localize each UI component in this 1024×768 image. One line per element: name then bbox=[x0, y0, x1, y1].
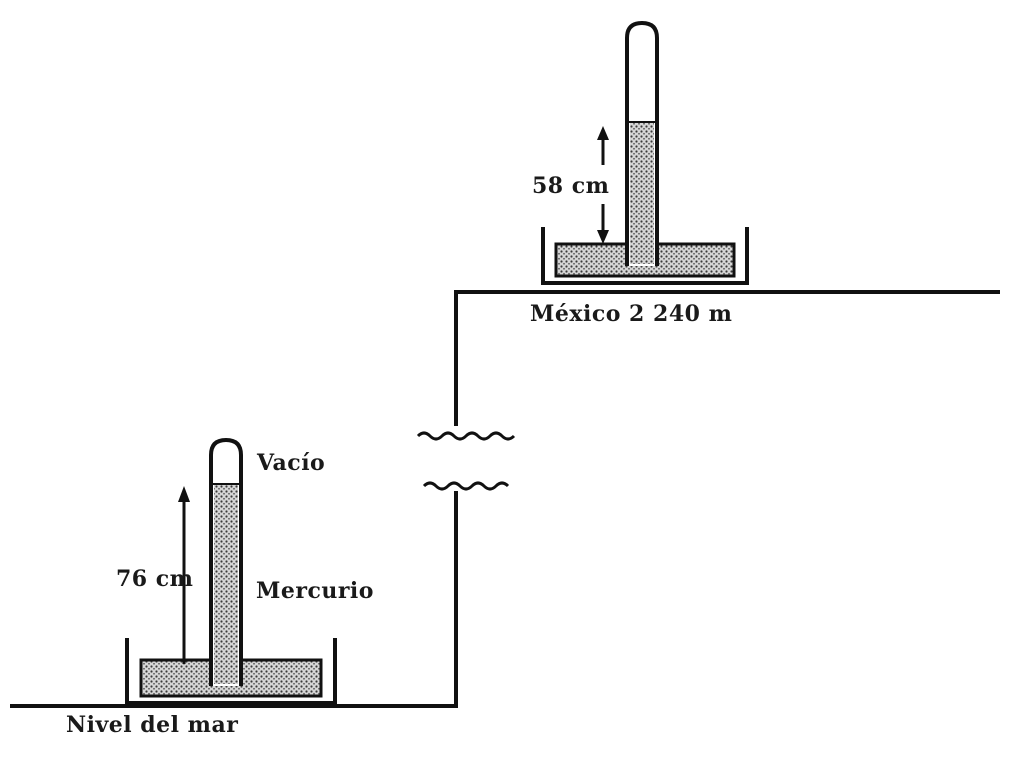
arrow-head-up bbox=[597, 126, 609, 140]
arrow-head-up bbox=[178, 486, 190, 502]
ground-line bbox=[10, 491, 458, 708]
height-label-sea: 76 cm bbox=[116, 566, 194, 592]
sea-level-barometer bbox=[125, 437, 337, 705]
break-mark-top bbox=[416, 431, 516, 441]
arrow-head-down bbox=[597, 230, 609, 244]
mercury-column bbox=[630, 122, 654, 264]
sea-level-label: Nivel del mar bbox=[66, 712, 239, 738]
break-mark-bottom bbox=[422, 481, 510, 491]
height-label-mexico: 58 cm bbox=[532, 173, 610, 199]
mercury-column bbox=[214, 484, 238, 684]
mexico-altitude-label: México 2 240 m bbox=[530, 301, 733, 327]
vacuum-label: Vacío bbox=[257, 450, 326, 476]
mexico-barometer bbox=[541, 20, 749, 285]
mercury-label: Mercurio bbox=[256, 578, 374, 604]
mercury-dish bbox=[541, 227, 749, 285]
mercury-dish bbox=[125, 638, 337, 705]
upper-ground-line bbox=[454, 290, 1000, 426]
